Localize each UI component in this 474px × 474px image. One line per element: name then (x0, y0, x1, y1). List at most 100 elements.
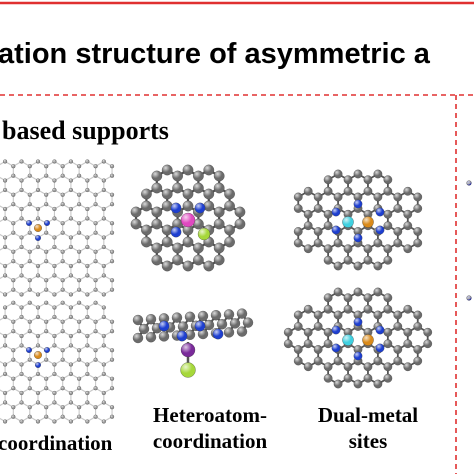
carbon-atom (19, 206, 24, 212)
dual-metal-molecule-top (293, 169, 423, 271)
carbon-atom (52, 235, 57, 240)
carbon-atom (313, 356, 323, 366)
carbon-atom (213, 218, 225, 230)
carbon-atom (19, 216, 24, 221)
carbon-atom (242, 317, 254, 328)
carbon-atom (60, 173, 65, 178)
carbon-atom (130, 218, 142, 230)
carbon-atom (19, 187, 24, 193)
carbon-atom (52, 206, 57, 212)
carbon-atom (303, 304, 313, 314)
carbon-atom (101, 305, 106, 310)
carbon-atom (303, 339, 313, 349)
carbon-atom (383, 221, 393, 231)
carbon-atom (44, 287, 49, 292)
nitrogen-atom (44, 347, 50, 353)
carbon-atom (35, 371, 41, 377)
carbon-atom (85, 390, 90, 396)
carbon-atom (68, 216, 73, 221)
carbon-atom (77, 376, 82, 381)
carbon-atom (27, 329, 32, 334)
carbon-atom (27, 164, 32, 169)
carbon-atom (77, 329, 82, 334)
carbon-atom (132, 332, 144, 344)
carbon-atom (35, 305, 41, 310)
carbon-atom (323, 255, 333, 265)
carbon-atom (77, 348, 82, 353)
carbon-atom (44, 202, 49, 207)
carbon-atom (77, 249, 82, 254)
carbon-atom (85, 333, 90, 339)
carbon-atom (52, 187, 57, 193)
carbon-atom (19, 390, 24, 396)
carbon-atom (93, 329, 98, 334)
carbon-atom (11, 300, 16, 305)
carbon-atom (373, 238, 383, 248)
carbon-atom (101, 206, 106, 212)
carbon-atom (3, 235, 8, 240)
carbon-atom (383, 186, 393, 196)
nitrogen-atom (375, 207, 385, 217)
carbon-atom (303, 186, 313, 196)
carbon-atom (19, 235, 24, 240)
carbon-atom (68, 305, 73, 310)
carbon-atom (27, 278, 32, 283)
carbon-atom (3, 390, 8, 396)
carbon-atom (11, 405, 16, 410)
carbon-atom (11, 319, 16, 324)
carbon-atom (27, 259, 32, 264)
carbon-atom (383, 339, 393, 349)
carbon-atom (11, 259, 16, 264)
carbon-atom (413, 204, 423, 213)
carbon-atom (333, 287, 343, 297)
carbon-atom (403, 244, 413, 254)
carbon-atom (52, 343, 57, 348)
carbon-atom (44, 259, 49, 264)
carbon-atom (11, 173, 16, 178)
carbon-atom (343, 304, 353, 314)
carbon-atom (373, 310, 383, 320)
panel-subtitle: based supports (2, 116, 169, 145)
carbon-atom (52, 178, 57, 183)
carbon-atom (101, 235, 106, 240)
carbon-atom (109, 259, 115, 264)
carbon-atom (3, 371, 8, 377)
carbon-atom (101, 419, 106, 424)
carbon-atom (203, 200, 215, 212)
carbon-atom (35, 244, 41, 250)
carbon-atom (93, 192, 98, 197)
carbon-atom (68, 235, 73, 240)
carbon-atom (19, 362, 24, 367)
carbon-atom (393, 238, 403, 248)
carbon-atom (35, 263, 41, 269)
carbon-atom (93, 376, 98, 381)
carbon-atom (68, 343, 73, 348)
carbon-atom (27, 405, 32, 410)
heteroatom-molecule-top (130, 164, 246, 272)
carbon-atom (68, 263, 73, 269)
carbon-atom (52, 216, 57, 221)
carbon-atom (303, 327, 313, 337)
carbon-atom (11, 278, 16, 283)
carbon-atom (101, 390, 106, 396)
carbon-atom (109, 278, 115, 283)
carbon-atom (203, 188, 215, 200)
carbon-atom (93, 173, 98, 178)
carbon-atom (293, 227, 303, 236)
carbon-atom (333, 238, 343, 248)
carbon-atom (44, 164, 49, 169)
carbon-atom (109, 386, 115, 391)
carbon-atom (363, 304, 373, 314)
nitrogen-atom (331, 225, 341, 235)
carbon-atom (393, 192, 403, 202)
carbon-atom (393, 227, 403, 236)
carbon-atom (35, 343, 41, 348)
carbon-atom (363, 186, 373, 196)
carbon-atom (109, 414, 115, 419)
carbon-atom (353, 379, 363, 389)
carbon-atom (182, 200, 194, 212)
carbon-atom (213, 206, 225, 218)
carbon-atom (216, 319, 228, 330)
carbon-atom (423, 339, 433, 349)
